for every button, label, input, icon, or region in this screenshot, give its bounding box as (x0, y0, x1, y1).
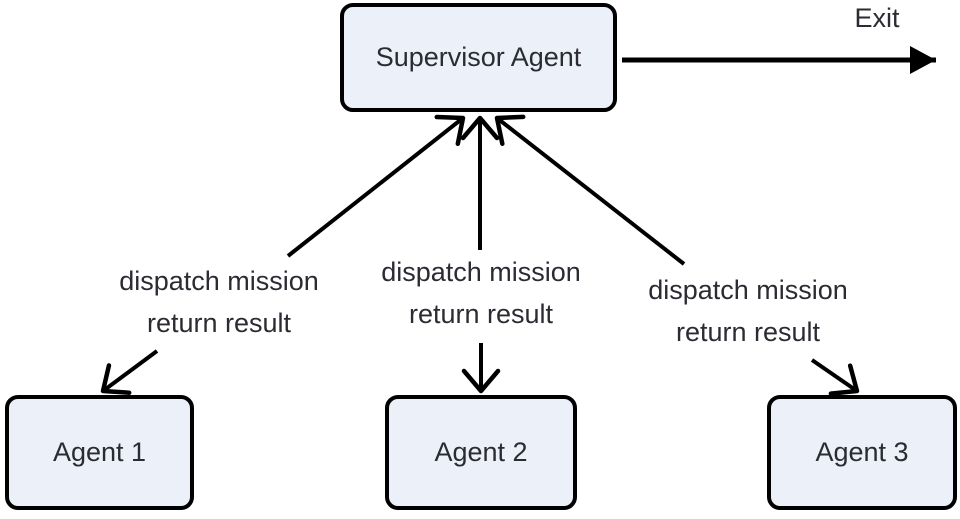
edge-agent3-to-supervisor-line (494, 114, 686, 266)
node-agent-2: Agent 2 (385, 395, 577, 510)
edge-label-agent3-line2: return result (675, 317, 821, 347)
edge-supervisor-to-agent1-line (100, 349, 159, 396)
node-agent-1-label: Agent 1 (52, 437, 147, 467)
edge-label-agent3: dispatch mission return result (618, 269, 878, 353)
edge-label-agent3-line1: dispatch mission (648, 275, 848, 305)
node-agent-3: Agent 3 (767, 395, 957, 510)
node-supervisor-agent: Supervisor Agent (340, 3, 617, 112)
edge-label-agent1-line2: return result (146, 308, 292, 338)
node-supervisor-agent-label: Supervisor Agent (375, 42, 582, 72)
edge-label-agent2-line2: return result (408, 299, 554, 329)
edge-label-agent1-line1: dispatch mission (119, 266, 319, 296)
node-agent-2-label: Agent 2 (434, 437, 528, 467)
edge-label-agent2: dispatch mission return result (351, 251, 611, 335)
edge-label-agent2-line1: dispatch mission (381, 257, 581, 287)
node-agent-1: Agent 1 (5, 395, 194, 510)
edge-label-agent1: dispatch mission return result (89, 260, 349, 344)
edge-agent1-to-supervisor-line (286, 114, 466, 258)
node-agent-3-label: Agent 3 (815, 437, 909, 467)
edge-supervisor-to-agent3-line (810, 358, 860, 396)
edge-label-exit: Exit (854, 3, 900, 33)
